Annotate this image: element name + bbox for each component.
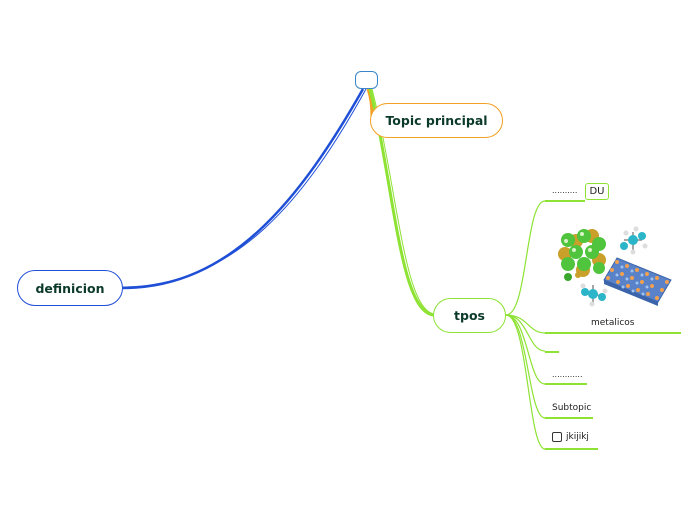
subbranch-empty: [505, 314, 546, 352]
molecule-bottom: [580, 283, 608, 307]
subbranch-dots2: [505, 314, 546, 385]
subtopic-metalicos[interactable]: metalicos: [591, 318, 635, 328]
subbranch-jkijikj: [505, 314, 546, 450]
small-atom-gold: [575, 272, 581, 278]
node-tpos-label: tpos: [454, 308, 485, 323]
checkbox-icon[interactable]: [552, 432, 562, 442]
subtopic-dots2[interactable]: ............: [552, 370, 583, 379]
tpos-subbranches: [505, 200, 546, 450]
crystal-structure-image: [558, 226, 672, 307]
subtopic-du[interactable]: DU: [585, 183, 609, 200]
ionic-lattice: [558, 229, 606, 277]
subtopic-du-label: DU: [589, 186, 605, 197]
node-topic-principal-label: Topic principal: [385, 113, 488, 128]
branch-definicion-edge: [122, 88, 367, 288]
small-atom-green: [564, 273, 572, 281]
root-node[interactable]: [355, 71, 378, 89]
subtopic-subtopic[interactable]: Subtopic: [552, 403, 592, 413]
node-definicion-label: definicion: [35, 280, 105, 296]
metallic-lattice: [603, 257, 672, 306]
subtopic-jkijikj[interactable]: jkijikj: [566, 432, 589, 442]
node-tpos[interactable]: tpos: [433, 298, 506, 333]
subbranch-dots1: [505, 200, 546, 316]
subtopic-dots1[interactable]: ..........: [552, 186, 578, 195]
node-topic-principal[interactable]: Topic principal: [370, 103, 503, 138]
subtopic-underlines: [545, 200, 681, 450]
node-definicion[interactable]: definicion: [17, 270, 123, 306]
molecule-top: [620, 226, 648, 255]
branch-definicion: [122, 88, 365, 290]
